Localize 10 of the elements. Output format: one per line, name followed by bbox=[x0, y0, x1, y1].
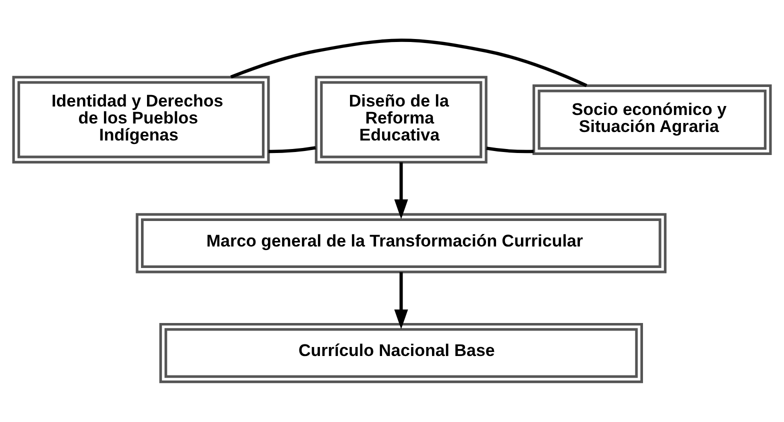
arrow bbox=[394, 162, 408, 220]
node-box: Marco general de la Transformación Curricular bbox=[136, 213, 667, 274]
node-box: Diseño de la Reforma Educativa bbox=[314, 76, 488, 164]
node-box: Currículo Nacional Base bbox=[159, 322, 643, 384]
node-box: Socio económico y Situación Agraria bbox=[532, 84, 772, 155]
connector bbox=[268, 146, 316, 154]
arrow bbox=[394, 272, 408, 330]
node-box: Identidad y Derechos de los Pueblos Indígenas bbox=[12, 76, 270, 164]
connector bbox=[230, 38, 588, 88]
connector bbox=[486, 146, 534, 154]
